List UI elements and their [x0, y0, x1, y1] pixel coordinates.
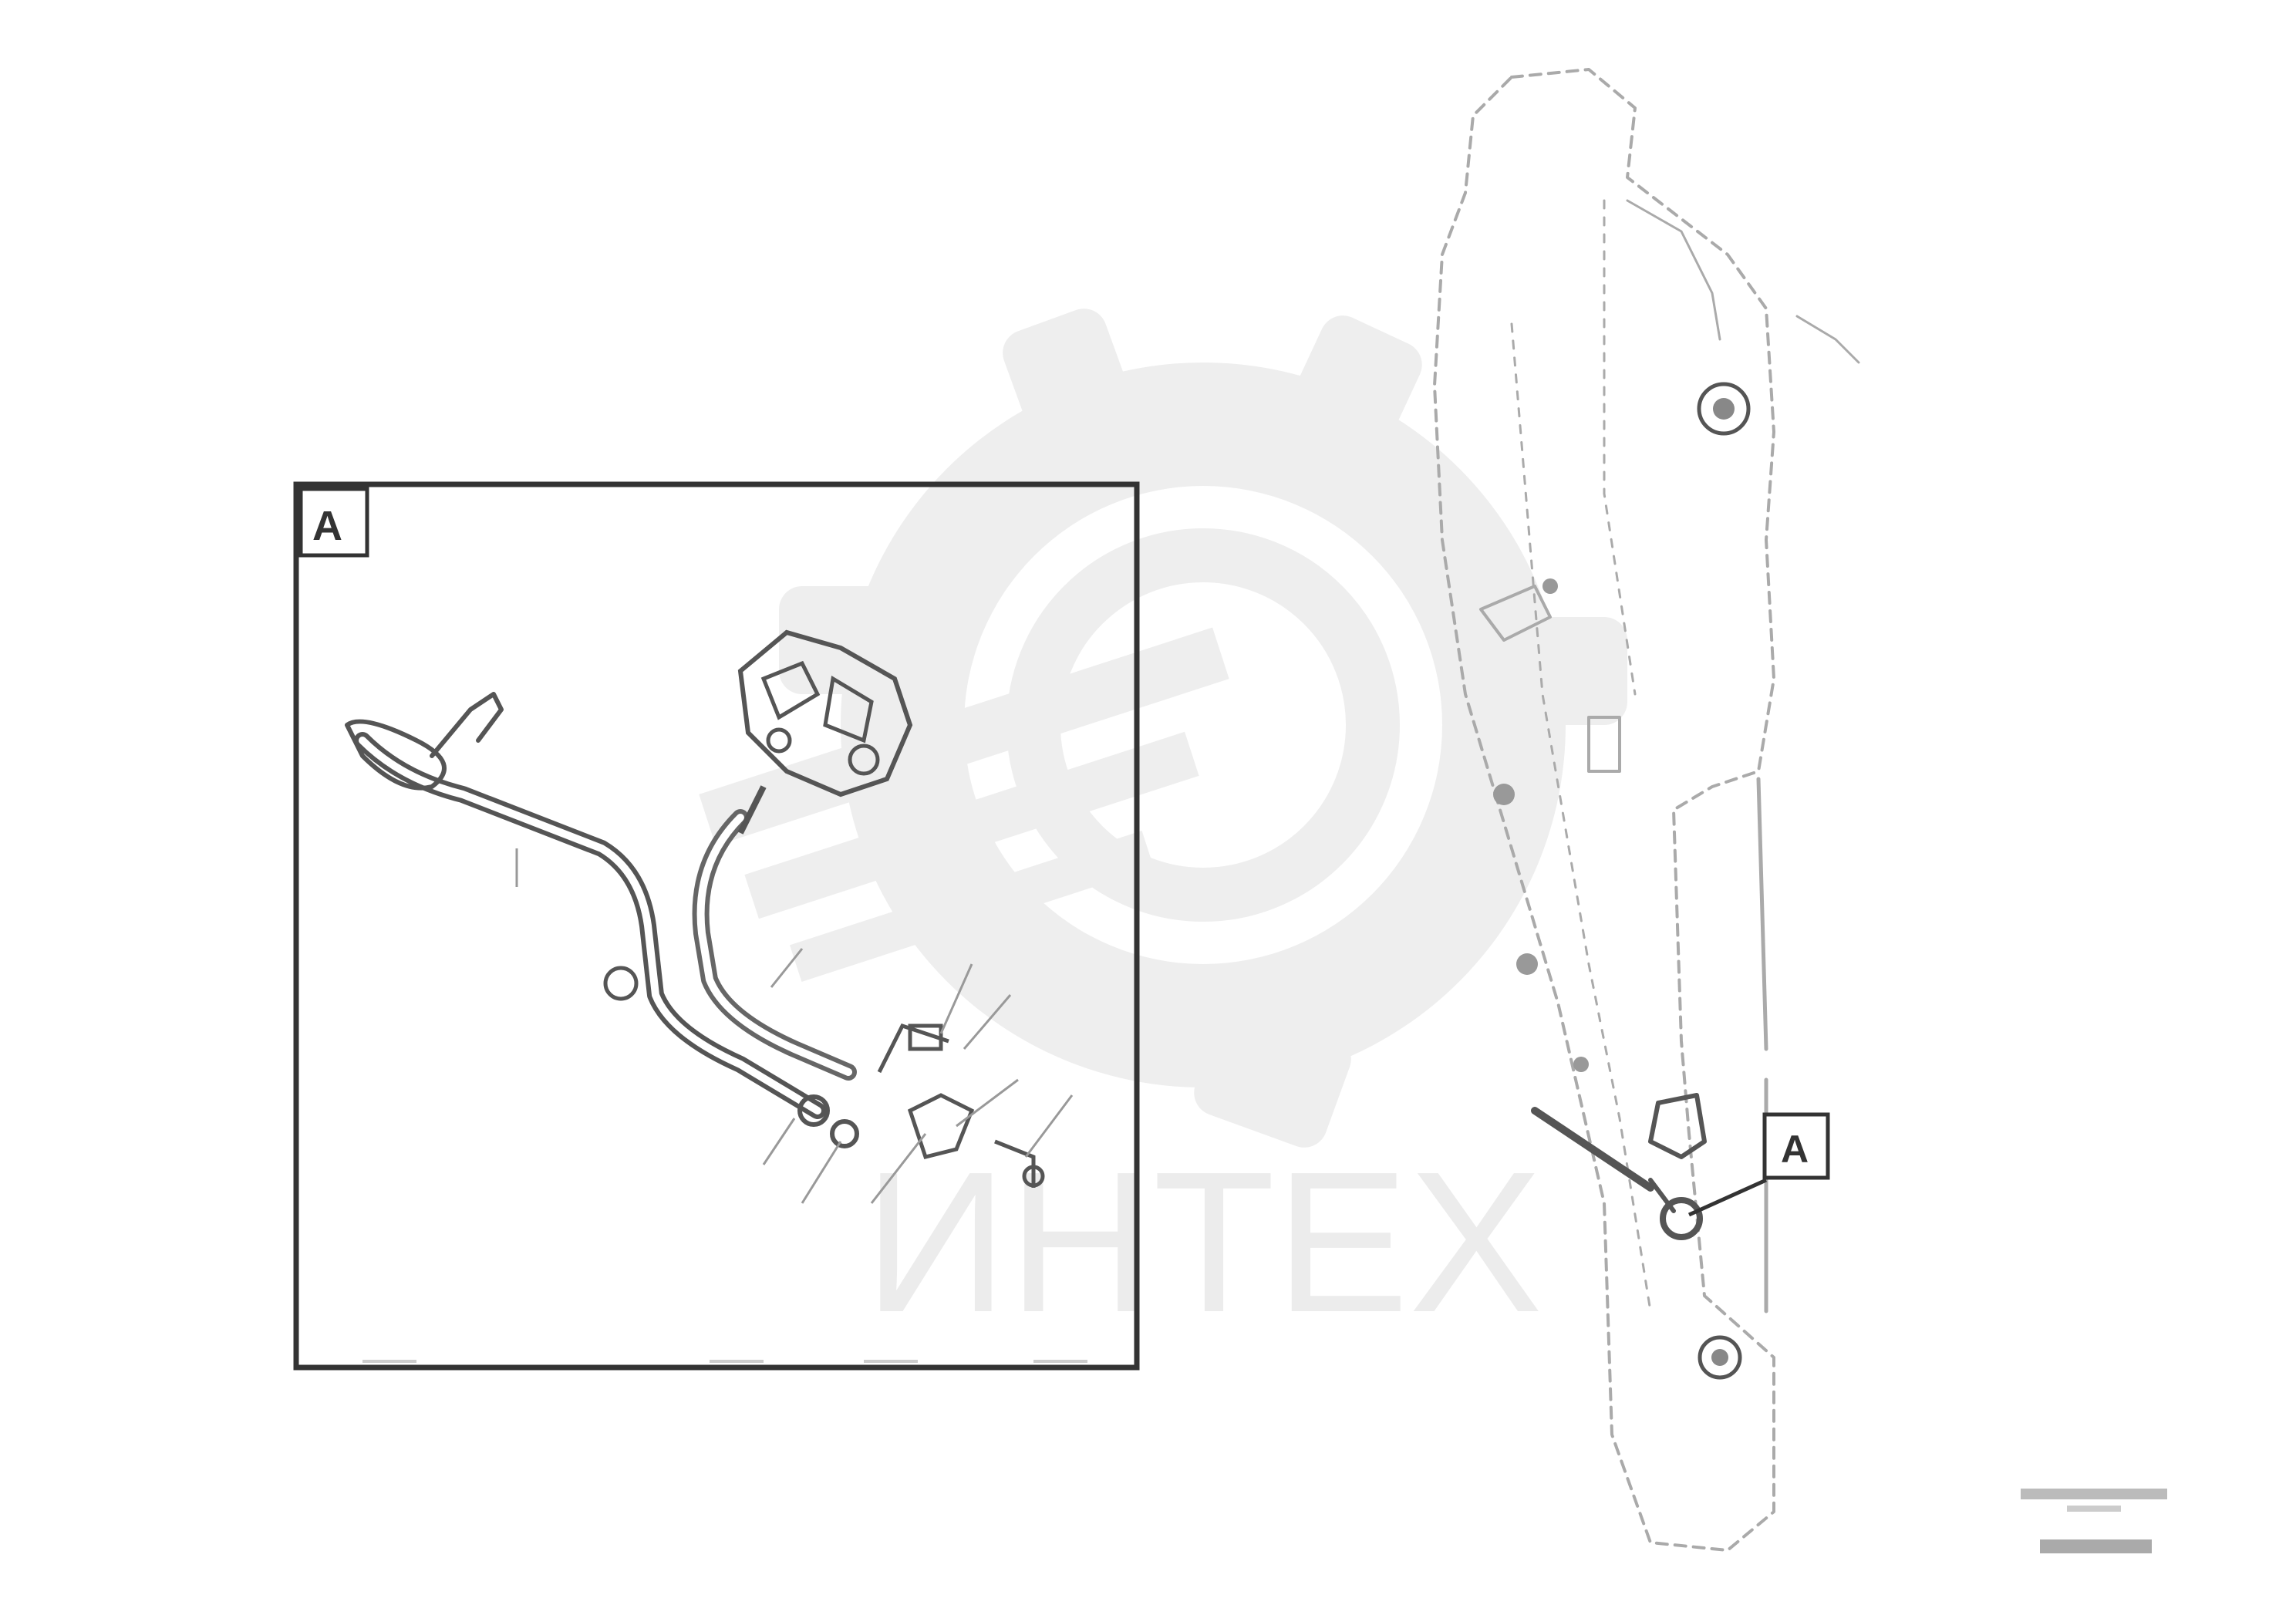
view-callout-a: A	[1687, 1112, 1830, 1217]
reference-marks	[2021, 1489, 2167, 1553]
detail-frame	[293, 481, 1140, 1371]
fittings	[603, 966, 1045, 1188]
watermark-text: ИНТЕХ	[864, 1131, 1542, 1354]
leader-lines	[515, 848, 1074, 1204]
detail-label: A	[312, 503, 342, 549]
view-label-box	[1762, 1112, 1830, 1180]
detail-label-box	[298, 487, 369, 558]
hose-assembly	[345, 692, 857, 1119]
valve-block	[737, 629, 913, 835]
excavator-arm	[1433, 68, 1860, 1552]
watermark: ИНТЕХ	[699, 309, 1627, 1354]
detail-view-a: A	[293, 481, 1140, 1371]
view-label: A	[1781, 1128, 1809, 1171]
